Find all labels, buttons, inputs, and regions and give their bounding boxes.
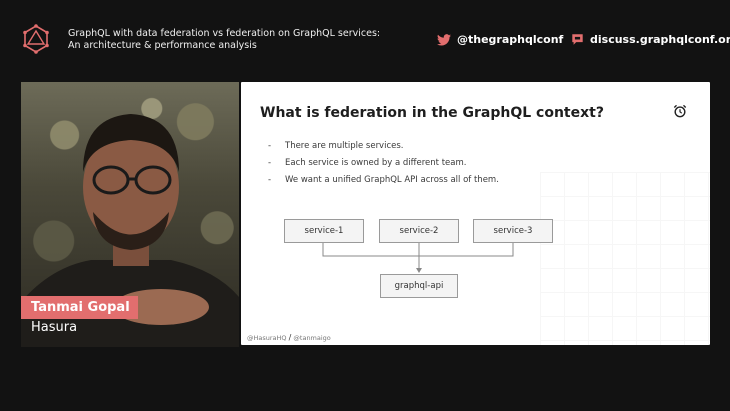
speaker-video <box>21 82 239 347</box>
bullet-text: We want a unified GraphQL API across all… <box>285 175 499 185</box>
bullet-text: Each service is owned by a different tea… <box>285 158 467 168</box>
list-item: - Each service is owned by a different te… <box>268 155 499 172</box>
service-2-box: service-2 <box>379 219 459 243</box>
talk-title-line-2: An architecture & performance analysis <box>68 40 257 51</box>
bullet-dash: - <box>268 175 272 185</box>
bullet-list: - There are multiple services. - Each serv… <box>268 138 499 189</box>
federation-diagram-connectors <box>322 242 514 273</box>
discuss-link[interactable]: discuss.graphqlconf.org <box>571 33 730 46</box>
speaker-portrait <box>21 114 239 347</box>
alarm-clock-icon <box>673 104 687 118</box>
bullet-dash: - <box>268 158 272 168</box>
bullet-dash: - <box>268 141 272 151</box>
service-3-box: service-3 <box>473 219 553 243</box>
slide-grid-decoration <box>540 172 710 345</box>
presentation-slide: What is federation in the GraphQL contex… <box>241 82 710 345</box>
discuss-icon <box>572 34 583 45</box>
twitter-handle: @thegraphqlconf <box>457 33 564 46</box>
talk-title-line-1: GraphQL with data federation vs federati… <box>68 28 381 39</box>
speaker-name-tag: Tanmai Gopal <box>21 296 138 319</box>
slide-footer-handles: @HasuraHQ / @tanmaigo <box>247 333 331 342</box>
twitter-icon <box>437 33 451 46</box>
slide-title: What is federation in the GraphQL contex… <box>260 105 604 121</box>
graphql-api-box: graphql-api <box>380 274 458 298</box>
handle-separator: / <box>288 333 292 342</box>
discuss-url: discuss.graphqlconf.org <box>590 33 730 46</box>
talk-title: GraphQL with data federation vs federati… <box>68 28 380 52</box>
list-item: - There are multiple services. <box>268 138 499 155</box>
hasura-handle: @HasuraHQ <box>247 334 287 342</box>
list-item: - We want a unified GraphQL API across al… <box>268 172 499 189</box>
service-1-box: service-1 <box>284 219 364 243</box>
graphqlconf-logo-icon <box>23 24 49 54</box>
speaker-company: Hasura <box>31 320 78 335</box>
twitter-link[interactable]: @thegraphqlconf <box>437 33 563 46</box>
speaker-handle: @tanmaigo <box>293 334 331 342</box>
bullet-text: There are multiple services. <box>285 141 404 151</box>
